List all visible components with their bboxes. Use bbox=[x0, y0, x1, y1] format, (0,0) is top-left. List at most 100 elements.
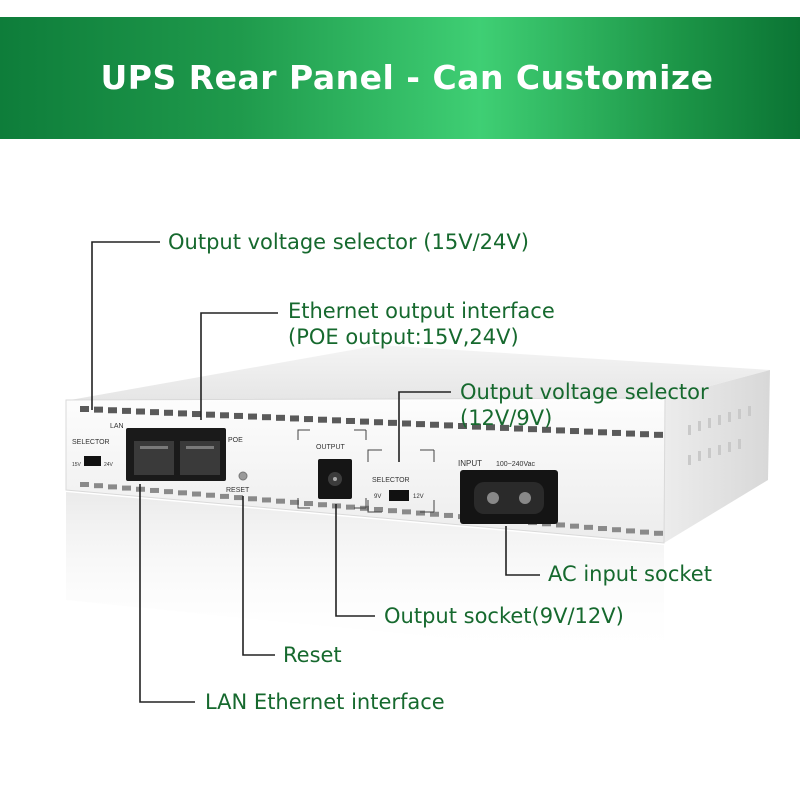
vent-slot bbox=[430, 421, 439, 428]
vent-slot bbox=[458, 423, 467, 430]
vent-slot bbox=[626, 528, 635, 534]
callout-output-voltage-selector-15-24: Output voltage selector (15V/24V) bbox=[168, 230, 529, 254]
device-reflection bbox=[66, 492, 664, 660]
vent-slot bbox=[402, 420, 411, 427]
leader-ethernet-output bbox=[200, 312, 278, 420]
vent-slot bbox=[94, 483, 103, 489]
selector-left-label: SELECTOR bbox=[72, 439, 110, 446]
vent-slot bbox=[150, 487, 159, 493]
selector-left-24v: 24V bbox=[104, 462, 114, 468]
vent-slot bbox=[360, 418, 369, 425]
vent-slot bbox=[290, 415, 299, 422]
vent-slot bbox=[164, 489, 173, 495]
leader-output-socket bbox=[335, 504, 375, 617]
leader-selector-12-9 bbox=[398, 391, 451, 462]
vent-slot bbox=[108, 407, 117, 414]
vent-slot bbox=[640, 431, 649, 438]
leader-reset bbox=[242, 496, 275, 656]
selector-mid-9v: 9V bbox=[374, 494, 381, 500]
vent-slot bbox=[248, 413, 257, 420]
voltage-switch-15-24[interactable] bbox=[84, 456, 101, 466]
vent-slot bbox=[248, 496, 257, 502]
vent-slot bbox=[472, 423, 481, 430]
poe-label: POE bbox=[228, 437, 243, 444]
vent-slot bbox=[388, 419, 397, 426]
vent-slot bbox=[654, 431, 663, 438]
vent-slot bbox=[444, 422, 453, 429]
vent-slot bbox=[346, 504, 355, 510]
vent-slot bbox=[192, 411, 201, 418]
voltage-switch-12-9[interactable] bbox=[389, 490, 409, 501]
vent-slot bbox=[178, 490, 187, 496]
leader-ac-input bbox=[505, 526, 540, 576]
vent-slot bbox=[332, 417, 341, 424]
vent-slot bbox=[276, 498, 285, 504]
reset-label: RESET bbox=[226, 487, 250, 494]
callout-output-voltage-selector-12-9-line1: Output voltage selector bbox=[460, 380, 709, 404]
vent-slot bbox=[598, 526, 607, 532]
banner-title: UPS Rear Panel - Can Customize bbox=[100, 58, 714, 97]
callout-ethernet-output-line1: Ethernet output interface bbox=[288, 299, 555, 323]
vent-slot bbox=[108, 484, 117, 490]
vent-slot bbox=[528, 426, 537, 433]
vent-slot bbox=[94, 406, 103, 413]
vent-slot bbox=[150, 409, 159, 416]
vent-slot bbox=[136, 408, 145, 415]
callout-output-socket: Output socket(9V/12V) bbox=[384, 604, 624, 628]
vent-slot bbox=[500, 424, 509, 431]
header-banner: UPS Rear Panel - Can Customize bbox=[0, 17, 800, 139]
vent-slot bbox=[276, 414, 285, 421]
vent-slot bbox=[346, 417, 355, 424]
vent-slot bbox=[584, 428, 593, 435]
reset-button[interactable] bbox=[238, 471, 248, 481]
vent-slot bbox=[542, 426, 551, 433]
vent-slot bbox=[430, 511, 439, 517]
callout-output-voltage-selector-12-9-line2: (12V/9V) bbox=[460, 406, 553, 430]
leader-selector-15-24 bbox=[91, 241, 160, 410]
vent-slot bbox=[304, 416, 313, 423]
ups-device: SELECTOR 15V 24V LAN POE RESET OUTPUT SE… bbox=[65, 345, 770, 660]
vent-slot bbox=[290, 499, 299, 505]
vent-slot bbox=[556, 427, 565, 434]
vent-slot bbox=[164, 409, 173, 416]
vent-slot bbox=[598, 429, 607, 436]
callout-ac-input-socket: AC input socket bbox=[548, 562, 712, 586]
callout-ethernet-output-line2: (POE output:15V,24V) bbox=[288, 325, 519, 349]
vent-slot bbox=[206, 411, 215, 418]
output-label: OUTPUT bbox=[316, 444, 346, 451]
vent-slot bbox=[220, 493, 229, 499]
device-side-face bbox=[664, 370, 770, 543]
vent-slot bbox=[262, 414, 271, 421]
vent-slot bbox=[262, 497, 271, 503]
vent-slot bbox=[318, 502, 327, 508]
vent-slot bbox=[122, 407, 131, 414]
vent-slot bbox=[318, 416, 327, 423]
leader-lan bbox=[139, 484, 195, 703]
vent-slot bbox=[374, 419, 383, 426]
vent-slot bbox=[234, 495, 243, 501]
vent-slot bbox=[416, 421, 425, 428]
vent-slot bbox=[374, 506, 383, 512]
vent-slot bbox=[220, 412, 229, 419]
lan-label: LAN bbox=[110, 423, 124, 430]
vent-slot bbox=[444, 512, 453, 518]
vent-slot bbox=[640, 529, 649, 535]
vent-slot bbox=[486, 424, 495, 431]
vent-slot bbox=[584, 524, 593, 530]
vent-slot bbox=[416, 510, 425, 516]
callout-leader-lines bbox=[91, 241, 540, 703]
vent-slot bbox=[626, 430, 635, 437]
vent-slot bbox=[654, 530, 663, 536]
vent-slot bbox=[612, 527, 621, 533]
vent-slot bbox=[570, 523, 579, 529]
front-vent-slots-top bbox=[80, 406, 663, 438]
vent-slot bbox=[388, 508, 397, 514]
vent-slot bbox=[80, 406, 89, 412]
vent-slot bbox=[192, 491, 201, 497]
device-top-face bbox=[70, 345, 770, 400]
vent-slot bbox=[570, 428, 579, 435]
vent-slot bbox=[556, 522, 565, 528]
side-vent-slots bbox=[688, 406, 751, 465]
input-range-label: 100~240Vac bbox=[496, 461, 535, 468]
